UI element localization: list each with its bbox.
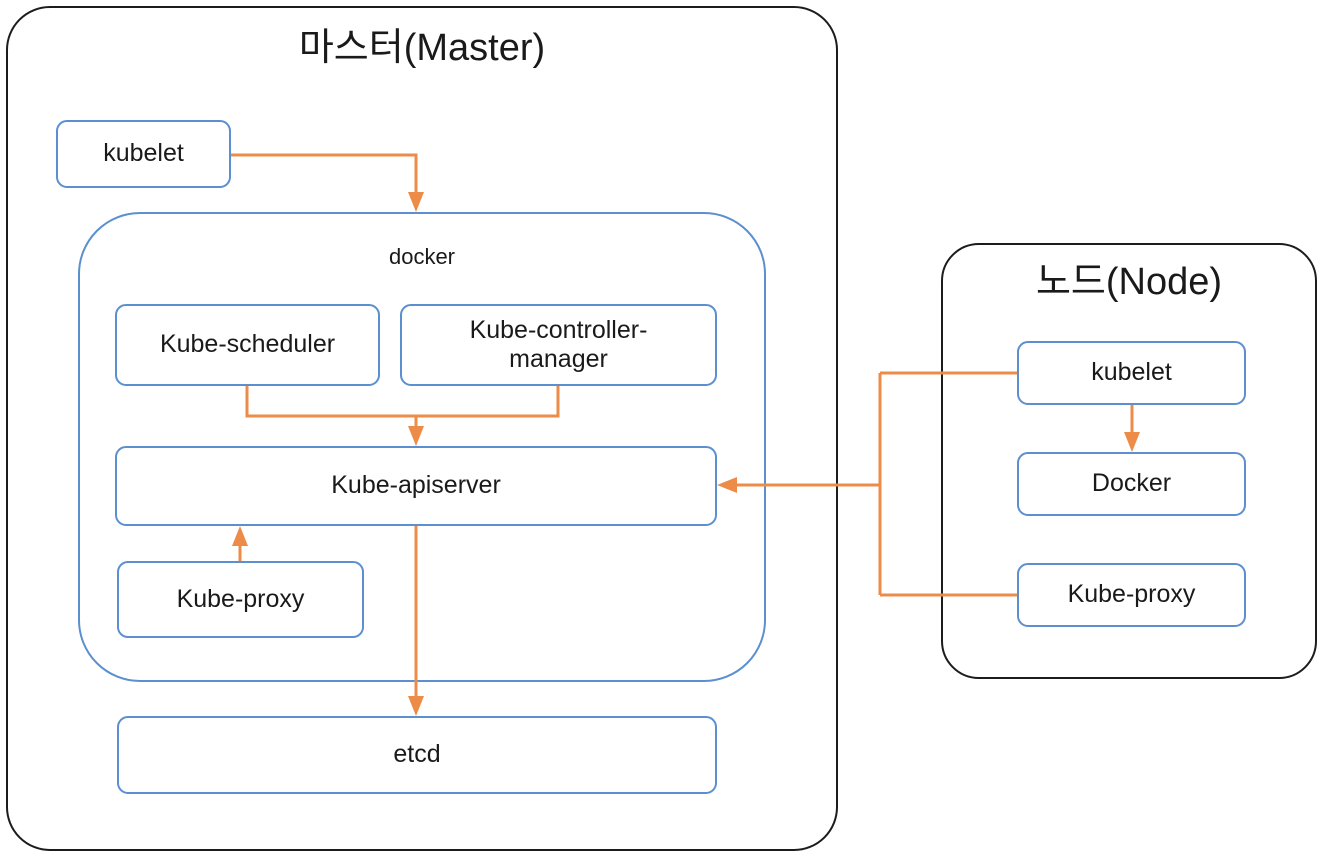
master-panel-title: 마스터(Master) — [298, 27, 546, 69]
node-panel-title: 노드(Node) — [1035, 261, 1223, 303]
kube-controller-manager-box[interactable]: Kube-controller-manager — [400, 304, 717, 386]
node-docker-label: Docker — [1091, 469, 1172, 498]
master-kube-proxy-box[interactable]: Kube-proxy — [117, 561, 364, 638]
node-kube-proxy-label: Kube-proxy — [1067, 580, 1196, 609]
kube-scheduler-box[interactable]: Kube-scheduler — [115, 304, 380, 386]
node-panel — [941, 243, 1317, 679]
etcd-label: etcd — [393, 740, 441, 769]
docker-group-label: docker — [388, 244, 456, 269]
master-kubelet-box[interactable]: kubelet — [56, 120, 231, 188]
node-docker-box[interactable]: Docker — [1017, 452, 1246, 516]
node-kubelet-box[interactable]: kubelet — [1017, 341, 1246, 405]
kube-apiserver-label: Kube-apiserver — [331, 471, 501, 500]
node-kubelet-label: kubelet — [1091, 358, 1172, 387]
master-panel — [6, 6, 838, 851]
kube-apiserver-box[interactable]: Kube-apiserver — [115, 446, 717, 526]
node-kube-proxy-box[interactable]: Kube-proxy — [1017, 563, 1246, 627]
master-kubelet-label: kubelet — [103, 139, 184, 168]
kube-scheduler-label: Kube-scheduler — [159, 330, 336, 359]
kube-controller-manager-label: Kube-controller-manager — [469, 315, 648, 374]
docker-group-container — [78, 212, 766, 682]
etcd-box[interactable]: etcd — [117, 716, 717, 794]
master-kube-proxy-label: Kube-proxy — [176, 584, 305, 613]
